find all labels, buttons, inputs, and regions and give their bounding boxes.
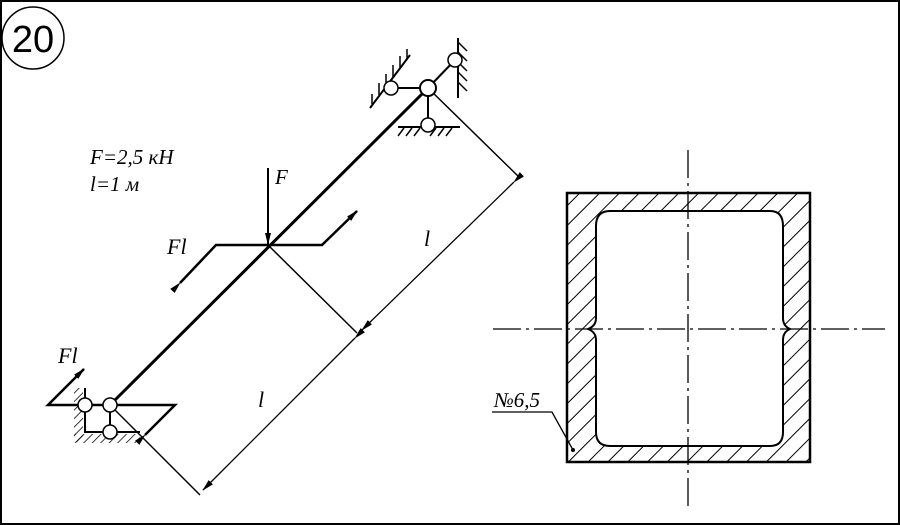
cross-section: №6,5 [492, 150, 885, 510]
moment-end-label: Fl [57, 343, 78, 368]
problem-number: 20 [12, 19, 54, 61]
given-force: F=2,5 кН [89, 145, 175, 169]
moment-mid-label: Fl [166, 234, 187, 259]
profile-label: №6,5 [493, 388, 540, 412]
extension-line [267, 244, 358, 334]
bottom-support [74, 388, 140, 443]
dimension-upper [361, 172, 524, 331]
profile-leader [492, 411, 574, 451]
dimension-lower [202, 328, 365, 491]
problem-number-badge: 20 [1, 6, 65, 70]
top-support [369, 38, 468, 137]
extension-line [109, 404, 201, 496]
dimension-lower-label: l [258, 387, 264, 412]
dimension-upper-label: l [424, 226, 430, 251]
extension-line [427, 87, 521, 179]
force-label: F [274, 165, 288, 189]
given-length: l=1 м [90, 172, 139, 196]
